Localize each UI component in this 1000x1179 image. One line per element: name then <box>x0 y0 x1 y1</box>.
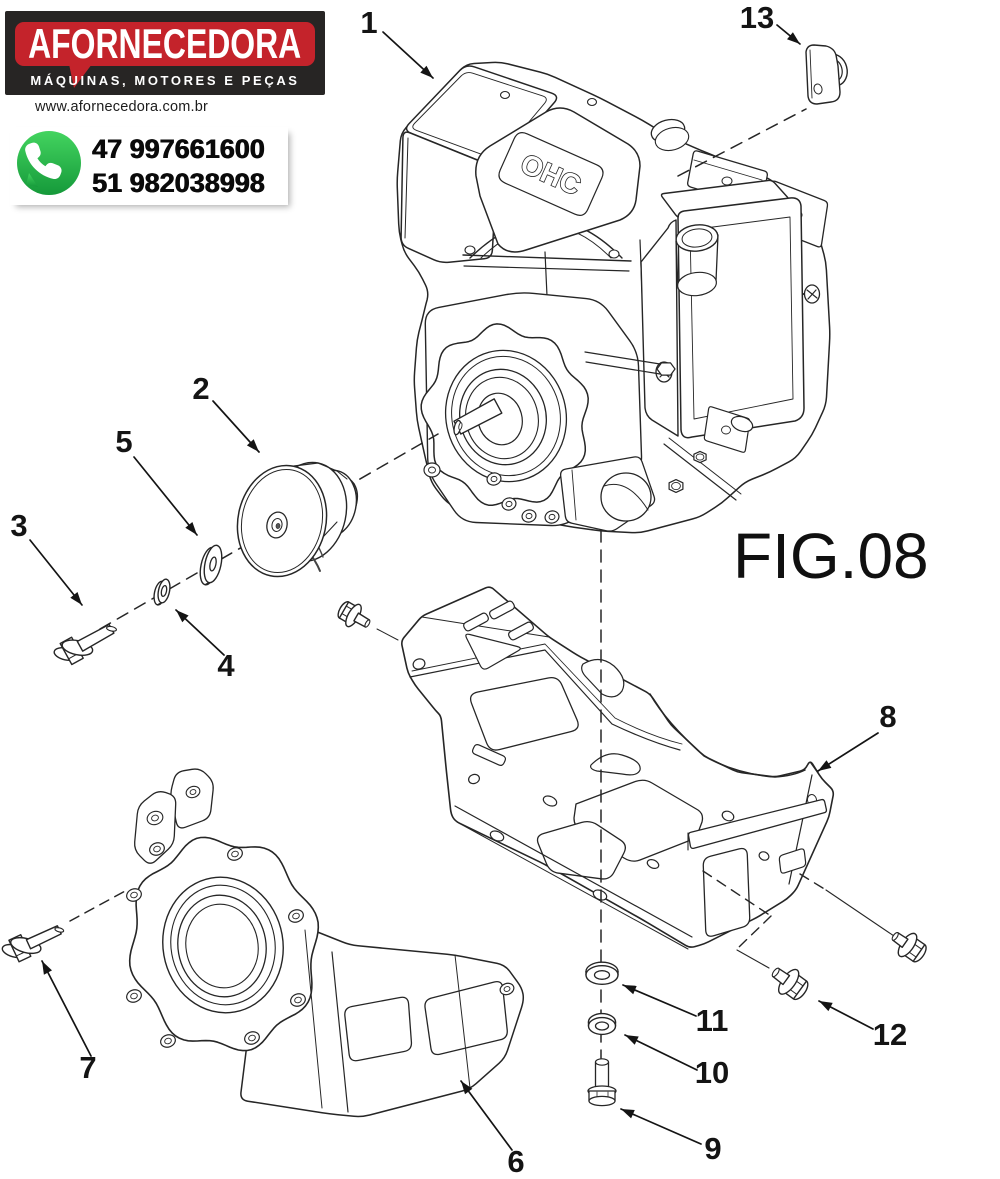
callout-11-number: 11 <box>696 1003 729 1038</box>
whatsapp-card: 47 997661600 51 982038998 <box>10 127 288 205</box>
callout-11: 11 <box>622 984 729 1038</box>
washer-10-illustration <box>587 1012 617 1036</box>
callout-3-number: 3 <box>10 508 27 543</box>
callout-10: 10 <box>624 1034 729 1090</box>
callout-9-number: 9 <box>704 1131 721 1166</box>
plate-side-bolt-illustration <box>891 931 927 963</box>
figure-label: FIG.08 <box>733 520 929 592</box>
callout-6-number: 6 <box>507 1144 524 1179</box>
callout-7: 7 <box>41 960 97 1085</box>
phone-number-primary: 47 997661600 <box>92 134 265 164</box>
callout-5: 5 <box>115 424 198 536</box>
mount-bracket-illustration <box>126 768 525 1118</box>
washer-4-illustration <box>153 578 171 606</box>
callout-8-number: 8 <box>879 699 896 734</box>
callout-1: 1 <box>360 5 434 79</box>
callout-3: 3 <box>10 508 83 606</box>
logo-plate: AFORNECEDORA <box>15 22 315 66</box>
callout-5-number: 5 <box>115 424 132 459</box>
callout-9: 9 <box>620 1108 722 1166</box>
callout-10-number: 10 <box>695 1055 729 1090</box>
callout-13: 13 <box>740 0 801 45</box>
engine-illustration: OHC <box>396 61 831 534</box>
skid-plate-illustration <box>401 586 835 950</box>
callout-8: 8 <box>817 699 897 772</box>
callout-2-number: 2 <box>192 371 209 406</box>
website-text: www.afornecedora.com.br <box>35 99 209 115</box>
callout-4: 4 <box>175 609 235 683</box>
logo-speech-tail <box>69 64 92 88</box>
bolt-3-illustration <box>53 623 117 666</box>
callout-12-number: 12 <box>873 1017 907 1052</box>
plate-bolt-illustration <box>337 601 399 641</box>
clamp-13-illustration <box>805 44 848 105</box>
washer-11-illustration <box>585 961 619 986</box>
phone-number-secondary: 51 982038998 <box>92 168 265 198</box>
callout-4-number: 4 <box>217 648 235 683</box>
callout-13-number: 13 <box>740 0 774 35</box>
whatsapp-icon <box>17 131 81 195</box>
bolt-9-illustration <box>587 1058 617 1107</box>
washer-5-illustration <box>199 544 223 586</box>
bolt-7-illustration <box>1 925 65 963</box>
callout-1-number: 1 <box>360 5 377 40</box>
brand-banner: AFORNECEDORA MÁQUINAS, MOTORES E PEÇAS <box>5 11 325 95</box>
logo-text: AFORNECEDORA <box>28 20 302 67</box>
callout-7-number: 7 <box>79 1050 96 1085</box>
clutch-pulley-illustration <box>236 461 359 578</box>
callout-2: 2 <box>192 371 260 453</box>
callout-12: 12 <box>818 1000 907 1052</box>
logo-tagline: MÁQUINAS, MOTORES E PEÇAS <box>30 73 300 88</box>
bolt-12-illustration <box>771 967 809 1001</box>
callout-6: 6 <box>460 1080 525 1179</box>
